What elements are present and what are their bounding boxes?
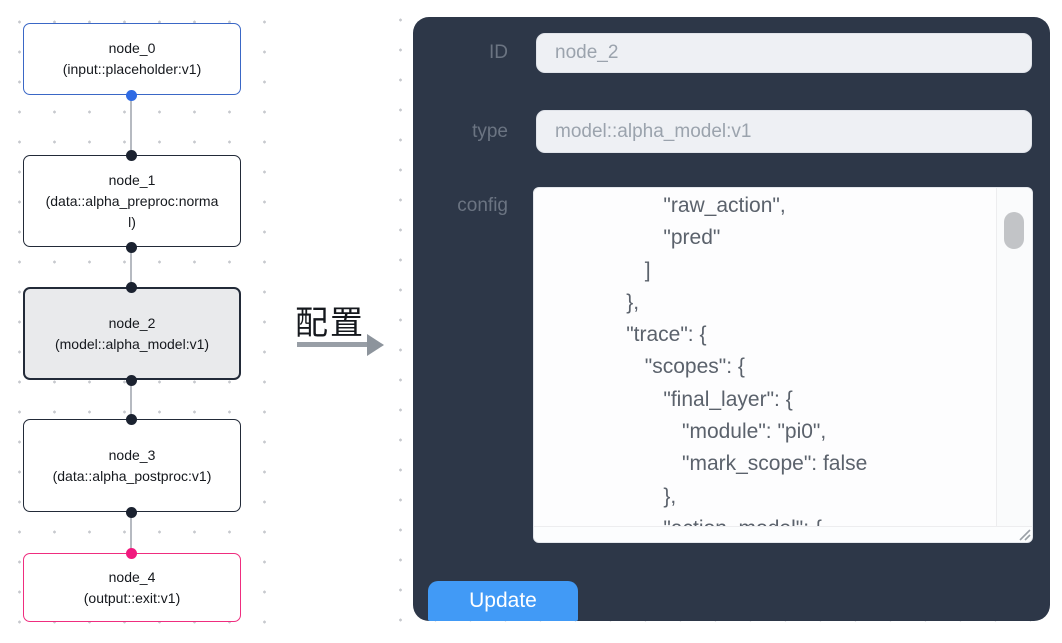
- flow-node-0[interactable]: node_0 (input::placeholder:v1): [23, 23, 241, 95]
- node-title: node_4: [108, 568, 156, 585]
- node-title: node_1: [108, 171, 156, 188]
- handle-node0-source[interactable]: [126, 90, 137, 101]
- config-code[interactable]: "raw_action","pred"]},"trace": {"scopes"…: [626, 194, 868, 528]
- node-type: (model::alpha_model:v1): [54, 335, 210, 352]
- edge-node1-node2: [130, 247, 132, 287]
- handle-node4-target[interactable]: [126, 548, 137, 559]
- scrollbar-thumb[interactable]: [1004, 212, 1024, 249]
- edge-node0-node1: [130, 95, 132, 155]
- config-field-label: config: [457, 195, 508, 216]
- id-field-label: ID: [489, 42, 508, 63]
- right-arrow-icon: [297, 342, 369, 347]
- flow-node-1[interactable]: node_1 (data::alpha_preproc:normal): [23, 155, 241, 247]
- node-type: (data::alpha_postproc:v1): [52, 467, 212, 484]
- node-title: node_3: [108, 446, 156, 463]
- flow-node-2-selected[interactable]: node_2 (model::alpha_model:v1): [23, 287, 241, 380]
- flow-node-3[interactable]: node_3 (data::alpha_postproc:v1): [23, 419, 241, 512]
- config-vertical-scrollbar[interactable]: [996, 188, 1032, 526]
- handle-node1-source[interactable]: [126, 242, 137, 253]
- node-type: (data::alpha_preproc:normal): [45, 192, 219, 230]
- flow-node-4[interactable]: node_4 (output::exit:v1): [23, 553, 241, 622]
- handle-node3-source[interactable]: [126, 507, 137, 518]
- handle-node2-source[interactable]: [126, 375, 137, 386]
- id-input[interactable]: [536, 33, 1032, 73]
- node-title: node_0: [108, 40, 156, 56]
- config-annotation-text: 配置: [295, 304, 365, 341]
- node-config-panel: ID type config "raw_action","pred"]},"tr…: [413, 17, 1050, 621]
- right-arrow-head-icon: [367, 334, 384, 356]
- update-button[interactable]: Update: [428, 581, 578, 621]
- handle-node3-target[interactable]: [126, 414, 137, 425]
- config-editor[interactable]: "raw_action","pred"]},"trace": {"scopes"…: [533, 187, 1033, 543]
- resize-handle-icon[interactable]: [1017, 527, 1031, 541]
- node-title: node_2: [108, 314, 156, 331]
- node-type: (output::exit:v1): [83, 589, 181, 606]
- type-input[interactable]: [536, 110, 1032, 153]
- type-field-label: type: [472, 121, 508, 142]
- config-horizontal-scrollbar[interactable]: [534, 526, 1032, 542]
- node-type: (input::placeholder:v1): [62, 61, 202, 77]
- handle-node2-target[interactable]: [126, 282, 137, 293]
- handle-node1-target[interactable]: [126, 150, 137, 161]
- edge-node3-node4: [130, 512, 132, 553]
